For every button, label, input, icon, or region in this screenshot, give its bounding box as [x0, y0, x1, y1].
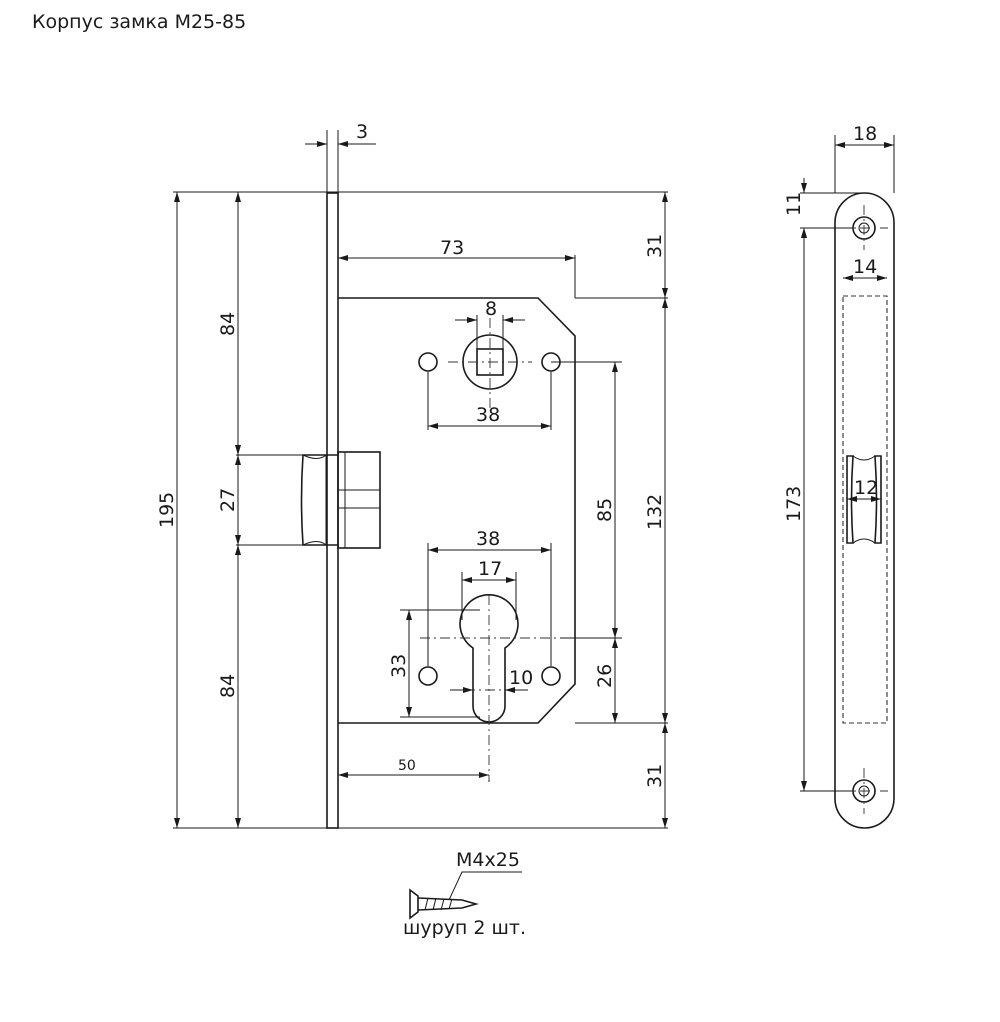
dim-84-lower: 84 [217, 674, 239, 698]
dim-27: 27 [217, 488, 239, 512]
screw-callout: M4x25 шуруп 2 шт. [403, 849, 526, 939]
dim-3: 3 [356, 121, 368, 143]
dim-33: 33 [388, 654, 410, 678]
top-left-hole [418, 352, 438, 372]
cylinder-cutout [459, 594, 519, 723]
dim-31-bottom: 31 [644, 764, 666, 788]
dim-50: 50 [398, 758, 416, 774]
latch-bolt [300, 451, 381, 549]
dim-84-upper: 84 [217, 312, 239, 336]
dim-85: 85 [594, 498, 616, 522]
dim-18: 18 [853, 123, 877, 145]
dim-10: 10 [509, 667, 533, 689]
dimension-labels: 3 73 8 38 38 17 10 50 195 84 27 84 31 13… [156, 121, 666, 788]
screw-label: шуруп 2 шт. [403, 917, 526, 939]
dim-73: 73 [440, 237, 464, 259]
dim-12: 12 [854, 477, 878, 499]
dim-195: 195 [156, 492, 178, 528]
dim-132: 132 [644, 494, 666, 530]
screw-icon [409, 888, 479, 920]
hidden-case [842, 295, 888, 724]
dim-31-top: 31 [644, 234, 666, 258]
lock-case [338, 297, 576, 724]
dim-8: 8 [485, 298, 497, 320]
faceplate [326, 192, 339, 829]
front-view: 3 73 8 38 38 17 10 50 195 84 27 84 31 13… [156, 121, 668, 829]
side-faceplate [834, 192, 895, 829]
dim-14: 14 [853, 256, 877, 278]
extension-lines [173, 130, 668, 829]
side-view: 18 14 12 11 173 [783, 123, 895, 829]
dim-17: 17 [478, 558, 502, 580]
dim-26: 26 [594, 664, 616, 688]
bottom-right-hole [541, 666, 561, 686]
dim-38-top: 38 [476, 404, 500, 426]
dim-173: 173 [783, 486, 805, 522]
screw-spec: M4x25 [456, 849, 520, 871]
dimension-lines [174, 141, 668, 828]
dim-11: 11 [783, 192, 805, 216]
dim-38-cyl: 38 [476, 528, 500, 550]
bottom-left-hole [418, 666, 438, 686]
drawing-title: Корпус замка M25-85 [32, 11, 246, 33]
